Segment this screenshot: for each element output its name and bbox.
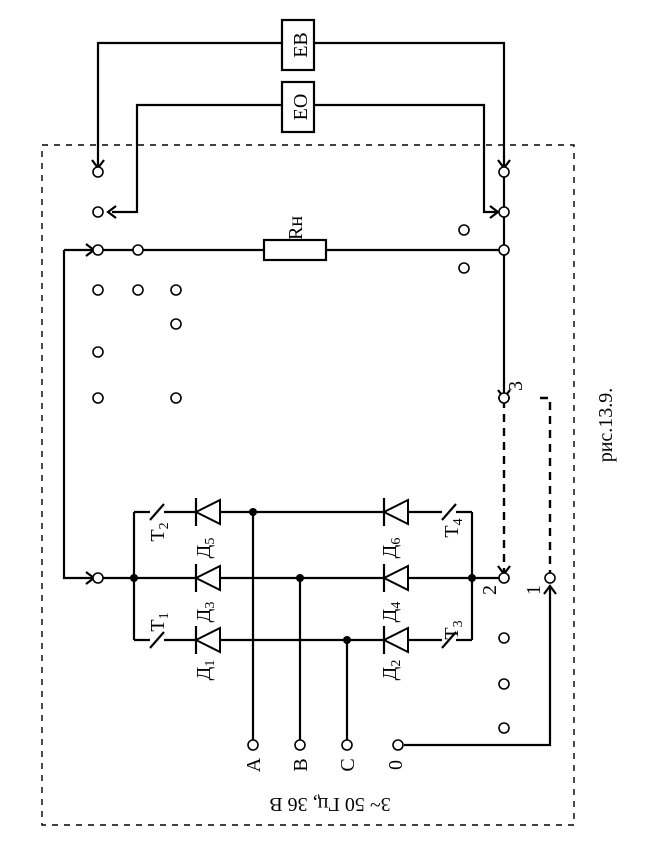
board-outline xyxy=(41,144,575,826)
instrument-eb-label: ЕВ xyxy=(290,32,312,58)
diode-d3 xyxy=(193,564,221,592)
phase-terminal-labels: A B C 0 xyxy=(243,757,407,772)
label-d1: Д xyxy=(193,666,215,680)
terminal-number-3: 3 xyxy=(505,381,527,391)
svg-text:T4: T4 xyxy=(441,518,466,537)
label-phase-b: B xyxy=(290,758,312,771)
diode-d2 xyxy=(381,626,409,654)
load-resistor xyxy=(262,238,328,262)
label-phase-zero: 0 xyxy=(385,760,407,770)
terminal-numbers: 3 2 1 xyxy=(479,381,545,595)
supply-label: 3~ 50 Гц, 36 В xyxy=(269,793,390,815)
diode-d1 xyxy=(193,626,221,654)
svg-text:T1: T1 xyxy=(147,612,172,631)
svg-text:Д2: Д2 xyxy=(379,660,404,681)
instrument-eo-label: ЕО xyxy=(290,94,312,121)
svg-text:T3: T3 xyxy=(441,620,466,639)
svg-text:Д3: Д3 xyxy=(193,602,218,623)
terminals xyxy=(92,166,556,751)
label-t1: T xyxy=(147,619,169,631)
figure-caption: рис.13.9. xyxy=(595,388,617,463)
terminal-number-2: 2 xyxy=(479,585,501,595)
element-labels: T2 Д5 T1 Д3 Д1 Д6 T4 Д4 Д2 T3 xyxy=(147,518,466,680)
svg-text:Д6: Д6 xyxy=(379,538,404,559)
label-d5: Д xyxy=(193,544,215,558)
label-d4: Д xyxy=(379,608,401,622)
label-d6: Д xyxy=(379,544,401,558)
label-phase-a: A xyxy=(243,757,265,772)
jumpers xyxy=(497,396,552,576)
label-t4: T xyxy=(441,525,463,537)
svg-text:Д5: Д5 xyxy=(193,538,218,559)
instrument-eo: ЕО xyxy=(106,80,500,219)
svg-text:Д1: Д1 xyxy=(193,660,218,681)
label-t3: T xyxy=(441,627,463,639)
diode-d6 xyxy=(381,498,409,526)
diode-d5 xyxy=(193,498,221,526)
svg-text:T2: T2 xyxy=(147,522,172,541)
instrument-eb: ЕВ xyxy=(91,18,511,172)
label-d3: Д xyxy=(193,608,215,622)
label-phase-c: C xyxy=(337,758,359,771)
svg-text:Д4: Д4 xyxy=(379,602,404,623)
terminal-number-1: 1 xyxy=(523,585,545,595)
diode-d4 xyxy=(381,564,409,592)
load-resistor-branch: Rн xyxy=(62,216,504,585)
load-resistor-label: Rн xyxy=(285,216,307,240)
label-t2: T xyxy=(147,529,169,541)
rectifier-bridge xyxy=(98,498,557,747)
label-d2: Д xyxy=(379,666,401,680)
right-rail xyxy=(497,172,511,400)
